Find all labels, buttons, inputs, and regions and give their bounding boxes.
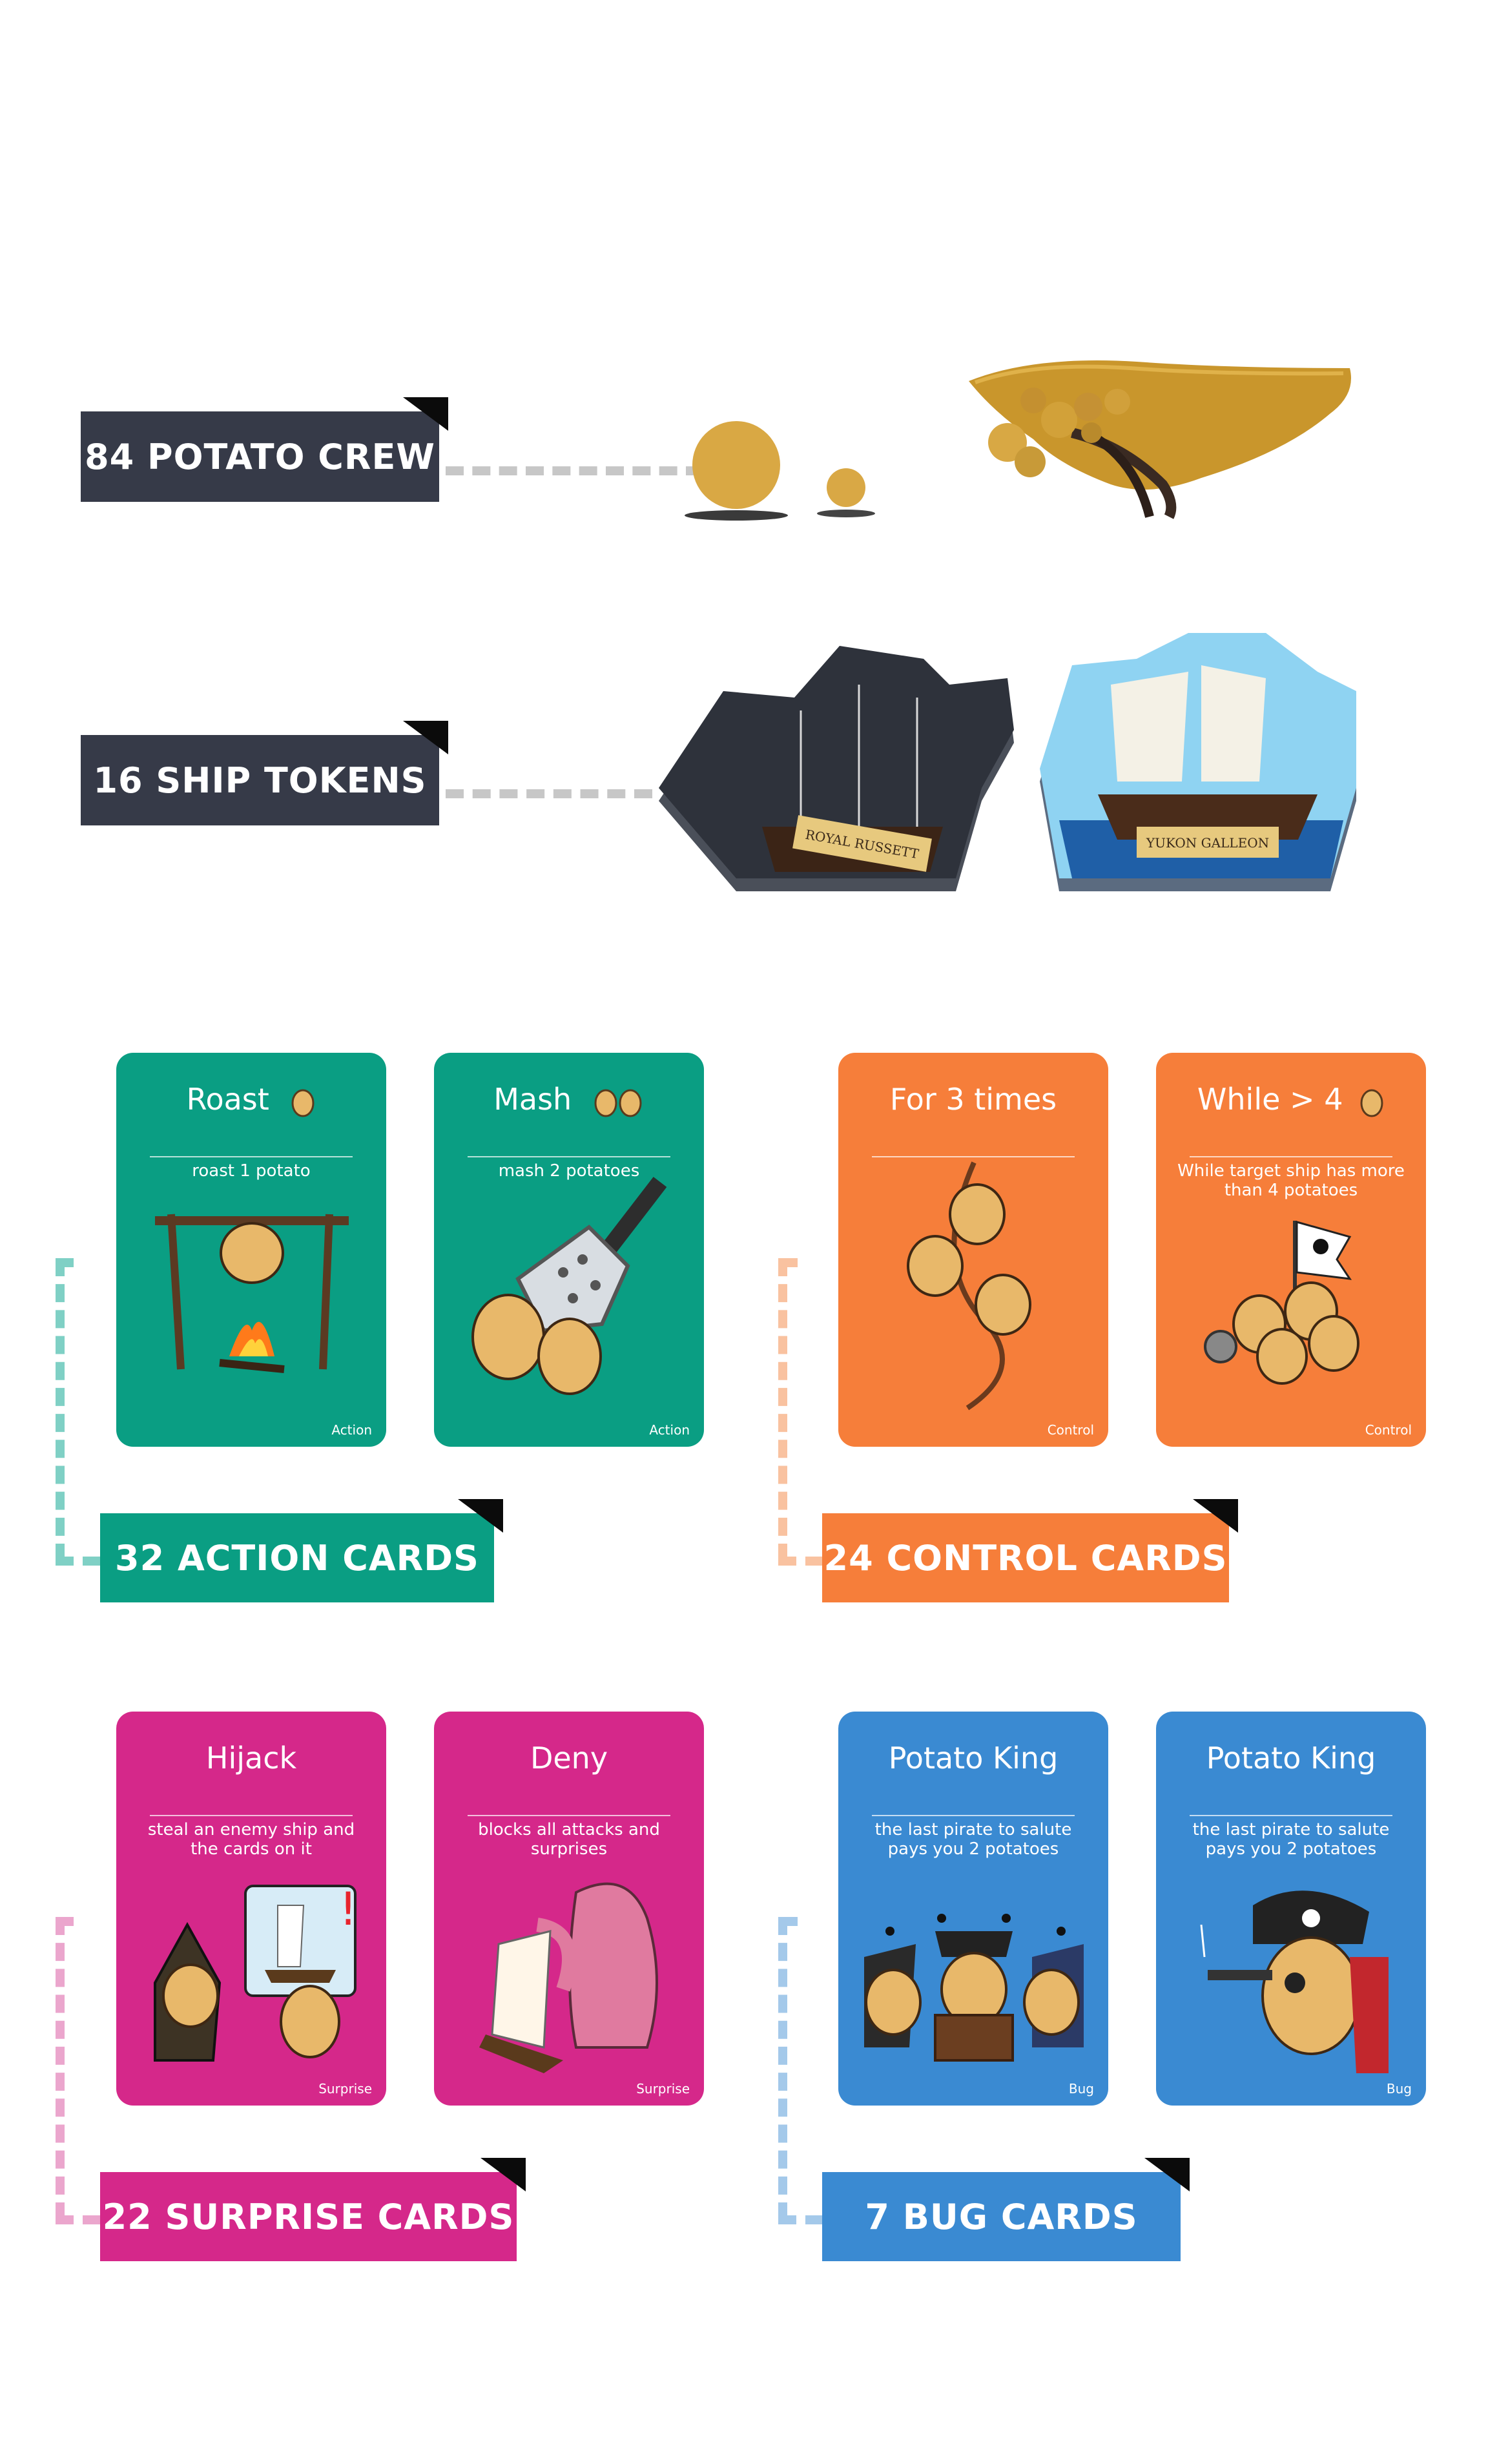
- potato-crew-label: 84 POTATO CREW: [81, 397, 448, 502]
- card-divider: [150, 1815, 353, 1816]
- ship-tokens-label: 16 SHIP TOKENS: [81, 721, 448, 825]
- control-connector-bottom: [778, 1557, 823, 1566]
- control-connector-v: [778, 1258, 787, 1562]
- card-title: Deny: [530, 1741, 608, 1776]
- label-corner-icon: [480, 2158, 526, 2191]
- card-divider: [872, 1815, 1075, 1816]
- surprise-connector-v: [56, 1917, 65, 2221]
- bug-connector-top: [778, 1917, 798, 1926]
- salute-illustration: [864, 1914, 1084, 2062]
- card-roast[interactable]: Roast roast 1 potato Action: [116, 1053, 386, 1447]
- label-corner-icon: [403, 721, 448, 754]
- ship-tokens-image: ROYAL RUSSETT YUKON GALLEON: [659, 633, 1356, 891]
- card-title: Roast: [116, 1082, 386, 1117]
- card-title: Hijack: [205, 1741, 297, 1776]
- pirate-king-illustration: [1200, 1890, 1389, 2073]
- ship-token-icon: YUKON GALLEON: [1040, 633, 1356, 891]
- rope-illustration: [907, 1161, 1031, 1411]
- bug-connector-bottom: [778, 2215, 823, 2224]
- card-desc: mash 2 potatoes: [498, 1161, 640, 1181]
- potato-icon: [1360, 1089, 1383, 1117]
- card-for-3-times[interactable]: For 3 times Control: [838, 1053, 1108, 1447]
- ship-name-yukon-galleon: YUKON GALLEON: [1146, 835, 1269, 851]
- control-connector-top: [778, 1258, 798, 1267]
- control-cards-label: 24 CONTROL CARDS: [822, 1499, 1238, 1602]
- surprise-cards-label: 22 SURPRISE CARDS: [100, 2158, 526, 2261]
- bug-cards-label: 7 BUG CARDS: [822, 2158, 1190, 2261]
- label-corner-icon: [403, 397, 448, 431]
- card-hijack[interactable]: Hijack steal an enemy ship and the cards…: [116, 1712, 386, 2106]
- card-type: Control: [1365, 1422, 1412, 1438]
- card-desc: blocks all attacks and surprises: [478, 1820, 660, 1859]
- card-potato-king-1[interactable]: Potato King the last pirate to salute pa…: [838, 1712, 1108, 2106]
- card-while-4[interactable]: While > 4 While target ship has more tha…: [1156, 1053, 1426, 1447]
- potato-icon: [291, 1089, 315, 1117]
- surprise-connector-top: [56, 1917, 74, 1926]
- potato-crew-text: 84 POTATO CREW: [85, 436, 435, 477]
- card-divider: [872, 1156, 1075, 1157]
- kraken-illustration: [479, 1882, 658, 2073]
- card-desc: the last pirate to salute pays you 2 pot…: [1192, 1820, 1390, 1859]
- potato-crew-image: [685, 360, 1351, 521]
- crew-connector: [446, 466, 704, 475]
- card-type: Surprise: [636, 2081, 690, 2096]
- card-type: Action: [331, 1422, 372, 1438]
- action-connector-bottom: [56, 1557, 101, 1566]
- card-title: Potato King: [1206, 1741, 1376, 1776]
- card-desc: the last pirate to salute pays you 2 pot…: [874, 1820, 1072, 1859]
- bug-connector-v: [778, 1917, 787, 2221]
- pom-pom-icon: [827, 468, 865, 507]
- card-potato-king-2[interactable]: Potato King the last pirate to salute pa…: [1156, 1712, 1426, 2106]
- card-type: Action: [649, 1422, 690, 1438]
- action-cards-label: 32 ACTION CARDS: [100, 1499, 503, 1602]
- pirate-crew-illustration: [1204, 1221, 1359, 1385]
- burlap-sack-icon: [969, 360, 1351, 519]
- card-deny[interactable]: Deny blocks all attacks and surprises Su…: [434, 1712, 704, 2106]
- control-cards-text: 24 CONTROL CARDS: [823, 1537, 1228, 1579]
- card-type: Bug: [1386, 2081, 1412, 2096]
- hijack-illustration: !: [154, 1883, 357, 2062]
- mash-illustration: [471, 1177, 667, 1395]
- ship-tokens-text: 16 SHIP TOKENS: [93, 760, 427, 801]
- card-title: While > 4: [1156, 1082, 1426, 1117]
- action-connector-top: [56, 1258, 74, 1267]
- surprise-connector-bottom: [56, 2215, 101, 2224]
- card-desc: While target ship has more than 4 potato…: [1177, 1161, 1405, 1200]
- action-cards-text: 32 ACTION CARDS: [115, 1537, 479, 1579]
- ship-connector: [446, 789, 652, 798]
- label-corner-icon: [458, 1499, 503, 1533]
- action-connector-v: [56, 1258, 65, 1562]
- roast-illustration: [155, 1214, 349, 1373]
- card-title: Potato King: [888, 1741, 1059, 1776]
- svg-text:!: !: [339, 1883, 357, 1936]
- card-divider: [468, 1156, 670, 1157]
- card-type: Control: [1047, 1422, 1094, 1438]
- bug-cards-text: 7 BUG CARDS: [865, 2196, 1138, 2237]
- ship-token-icon: ROYAL RUSSETT: [659, 646, 1014, 891]
- potato-icon: [594, 1089, 642, 1117]
- label-corner-icon: [1193, 1499, 1238, 1533]
- card-divider: [1190, 1815, 1392, 1816]
- card-title: Mash: [434, 1082, 704, 1117]
- card-desc: roast 1 potato: [192, 1161, 311, 1181]
- card-type: Surprise: [318, 2081, 372, 2096]
- card-desc: steal an enemy ship and the cards on it: [147, 1820, 355, 1859]
- card-divider: [1190, 1156, 1392, 1157]
- card-divider: [468, 1815, 670, 1816]
- surprise-cards-text: 22 SURPRISE CARDS: [102, 2196, 515, 2237]
- card-mash[interactable]: Mash mash 2 potatoes Action: [434, 1053, 704, 1447]
- card-type: Bug: [1068, 2081, 1094, 2096]
- card-divider: [150, 1156, 353, 1157]
- card-title: For 3 times: [889, 1082, 1057, 1117]
- label-corner-icon: [1144, 2158, 1190, 2191]
